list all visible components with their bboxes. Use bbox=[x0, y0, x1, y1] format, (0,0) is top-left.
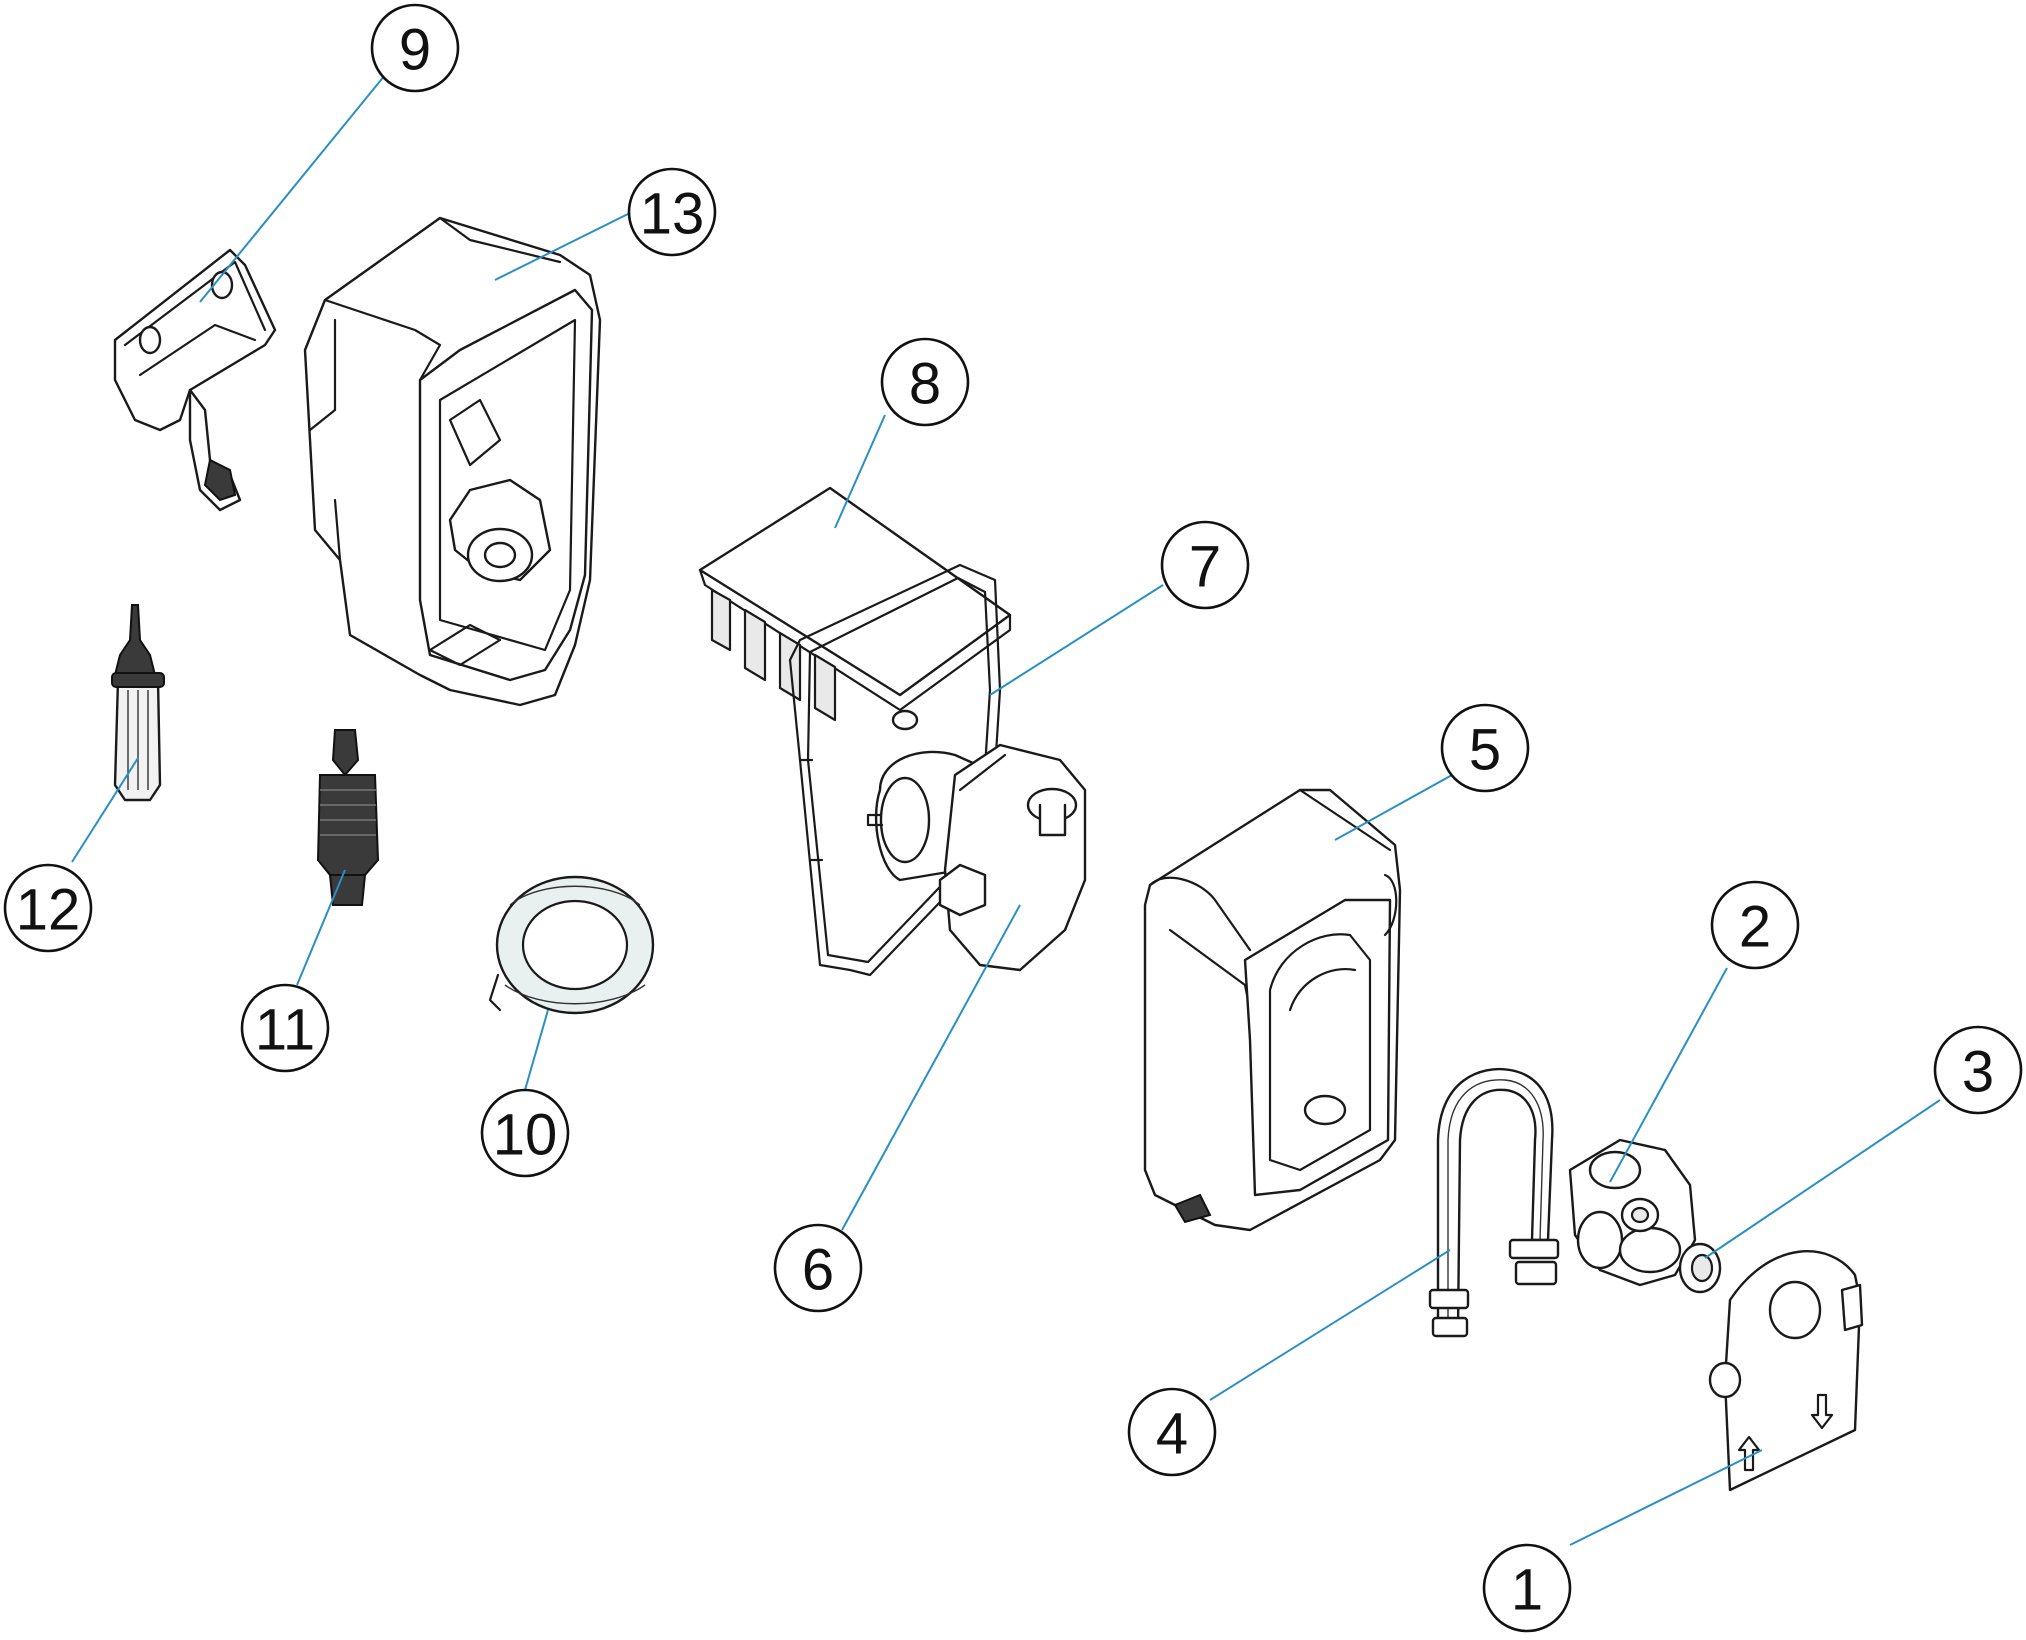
leader-8 bbox=[834, 414, 886, 529]
callout-5-label: 5 bbox=[1469, 718, 1501, 783]
part-3-bearing bbox=[1678, 1242, 1722, 1294]
callout-4: 4 bbox=[1127, 1387, 1217, 1477]
callout-6: 6 bbox=[773, 1223, 863, 1313]
leader-4 bbox=[1209, 1249, 1451, 1401]
leader-1 bbox=[1569, 1449, 1763, 1546]
leader-11 bbox=[296, 869, 346, 986]
part-6-gear-motor bbox=[866, 743, 1087, 972]
leader-6 bbox=[841, 904, 1021, 1231]
part-12-injection-valve bbox=[111, 604, 165, 802]
part-4-pump-tube bbox=[1428, 1067, 1560, 1338]
callout-7: 7 bbox=[1160, 520, 1250, 610]
leader-3 bbox=[1704, 1099, 1941, 1259]
part-13-housing bbox=[303, 216, 602, 707]
callout-12-label: 12 bbox=[16, 878, 81, 943]
callout-1-label: 1 bbox=[1511, 1558, 1543, 1623]
callout-12: 12 bbox=[3, 863, 93, 953]
callout-13-label: 13 bbox=[640, 182, 705, 247]
callout-11: 11 bbox=[240, 983, 330, 1073]
part-11-connector bbox=[316, 729, 380, 906]
callout-9: 9 bbox=[370, 3, 460, 93]
part-8-circuit-board bbox=[698, 486, 1012, 731]
callout-8-label: 8 bbox=[909, 352, 941, 417]
callout-5: 5 bbox=[1440, 703, 1530, 793]
leader-5 bbox=[1334, 774, 1453, 841]
callout-3-label: 3 bbox=[1962, 1040, 1994, 1105]
callout-10: 10 bbox=[480, 1088, 570, 1178]
leader-10 bbox=[524, 1009, 549, 1091]
part-2-rotor bbox=[1568, 1138, 1697, 1287]
callout-9-label: 9 bbox=[399, 18, 431, 83]
part-1-front-cover bbox=[1708, 1250, 1864, 1492]
callout-7-label: 7 bbox=[1189, 535, 1221, 600]
callout-13: 13 bbox=[627, 167, 717, 257]
callout-11-label: 11 bbox=[255, 998, 315, 1063]
leader-12 bbox=[71, 757, 139, 863]
leader-lines bbox=[71, 74, 1941, 1546]
callout-10-label: 10 bbox=[493, 1103, 558, 1168]
callout-8: 8 bbox=[880, 337, 970, 427]
callout-2: 2 bbox=[1710, 880, 1800, 970]
callout-1: 1 bbox=[1482, 1543, 1572, 1633]
leader-7 bbox=[989, 584, 1164, 696]
leader-9 bbox=[199, 74, 386, 303]
callout-2-label: 2 bbox=[1739, 895, 1771, 960]
callout-6-label: 6 bbox=[802, 1238, 834, 1303]
part-10-tubing-coil bbox=[488, 875, 655, 1015]
callout-4-label: 4 bbox=[1156, 1402, 1188, 1467]
part-9-wall-bracket bbox=[113, 248, 277, 512]
part-5-front-housing bbox=[1143, 788, 1402, 1232]
leader-2 bbox=[1609, 967, 1728, 1183]
leader-13 bbox=[494, 211, 633, 281]
callout-3: 3 bbox=[1933, 1025, 2023, 1115]
